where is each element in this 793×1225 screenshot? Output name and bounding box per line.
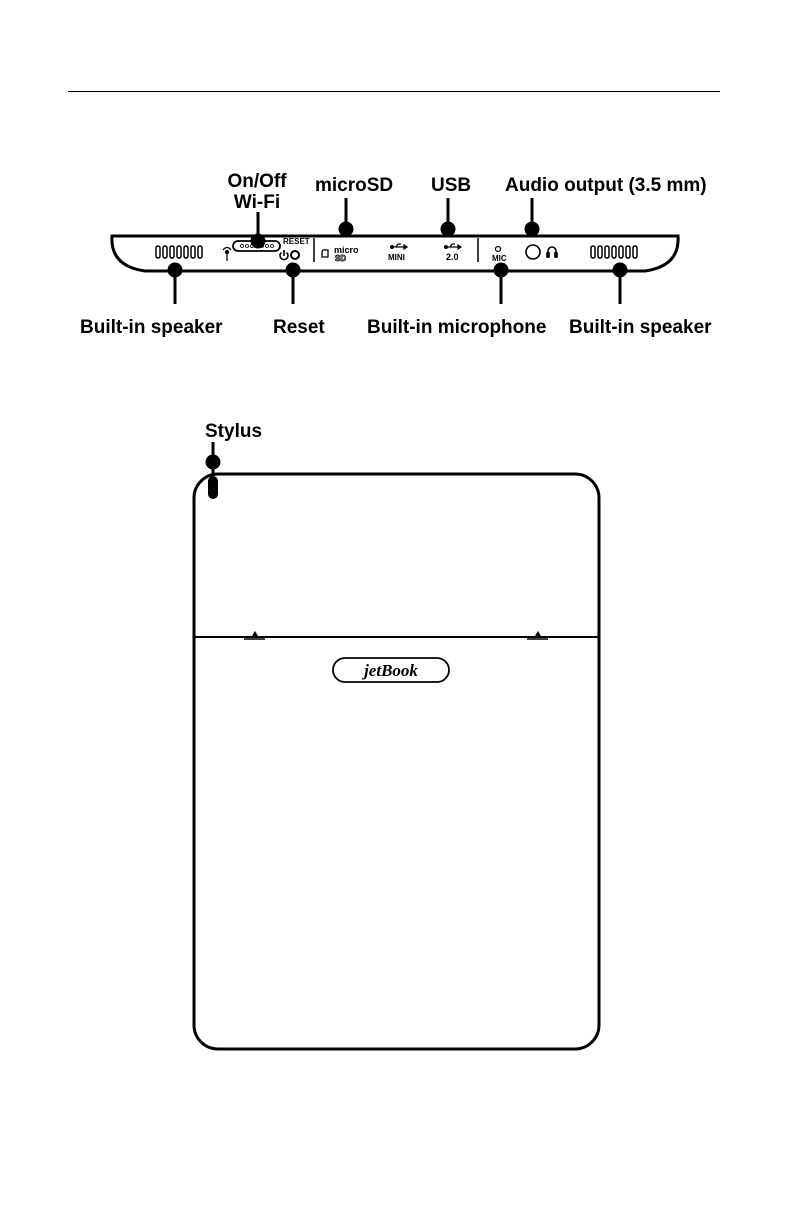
reset-marking: RESET	[283, 237, 310, 246]
mic-icon	[496, 247, 501, 252]
callout-dot-usb	[442, 223, 454, 235]
stylus-icon	[208, 476, 218, 499]
reset-button	[291, 251, 299, 259]
jetbook-logo: jetBook	[333, 658, 449, 682]
callout-dot-microsd	[340, 223, 352, 235]
sd-card-icon	[322, 250, 328, 257]
speaker-grille-left	[156, 246, 202, 258]
mini-marking: MINI	[388, 253, 405, 262]
speaker-grille-right	[591, 246, 637, 258]
sd-logo-icon: SD	[335, 254, 346, 263]
device-back-view: jetBook	[194, 474, 599, 1049]
device-edge-view: RESET micro SD MINI 2	[112, 236, 678, 271]
usb-version-marking: 2.0	[446, 252, 459, 262]
mic-marking: MIC	[492, 254, 507, 263]
callout-stylus	[207, 442, 219, 476]
callout-dot-audio	[526, 223, 538, 235]
callout-dot-on-off	[252, 235, 264, 247]
audio-jack	[526, 245, 540, 259]
device-back-outline	[194, 474, 599, 1049]
usb-mini-port: MINI	[388, 244, 407, 262]
logo-text: jetBook	[361, 661, 418, 680]
